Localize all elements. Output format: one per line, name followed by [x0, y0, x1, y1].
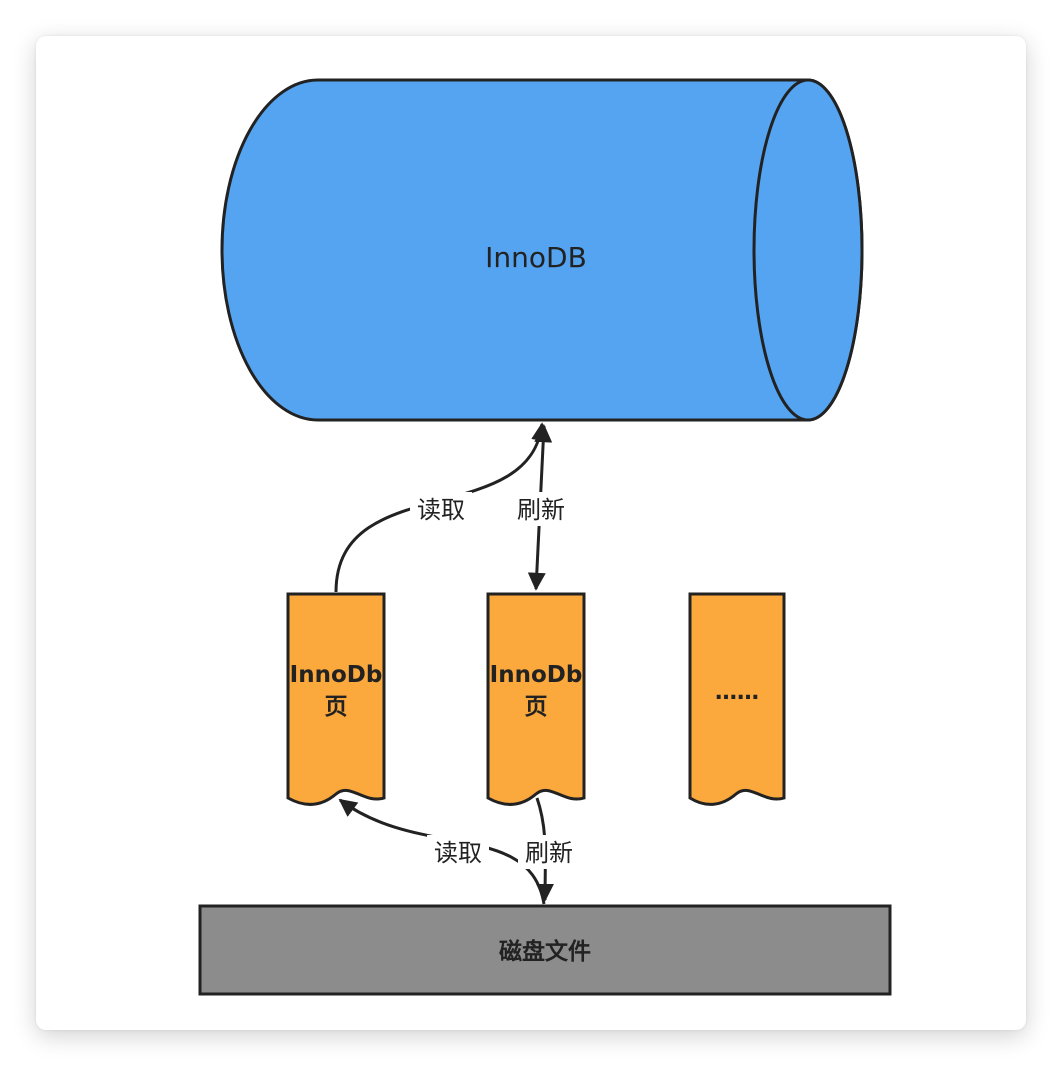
innodb-page-3: …… — [688, 592, 786, 806]
innodb-page-2: InnoDb 页 — [486, 592, 586, 806]
page-2-line2: 页 — [525, 694, 548, 720]
disk-file-label: 磁盘文件 — [499, 938, 591, 965]
page-3-line1: …… — [715, 680, 759, 705]
disk-file-box: 磁盘文件 — [198, 904, 892, 996]
edge-disk-read-label: 读取 — [434, 839, 482, 867]
page-2-line1: InnoDb — [490, 662, 583, 688]
innodb-cylinder: InnoDB — [220, 78, 864, 422]
innodb-page-1: InnoDb 页 — [286, 592, 386, 806]
page-1-line2: 页 — [325, 694, 348, 720]
edge-db-flush-label: 刷新 — [517, 496, 565, 524]
page-1-line1: InnoDb — [290, 662, 383, 688]
edge-db-read-label-bg — [410, 492, 472, 526]
edge-disk-read-label-bg — [427, 835, 489, 869]
edge-db-read-label: 读取 — [417, 496, 465, 524]
edge-disk-flush-label-bg — [518, 835, 580, 869]
innodb-label: InnoDB — [485, 241, 587, 274]
edge-disk-flush-label: 刷新 — [525, 839, 573, 867]
edge-db-flush-label-bg — [510, 492, 572, 526]
